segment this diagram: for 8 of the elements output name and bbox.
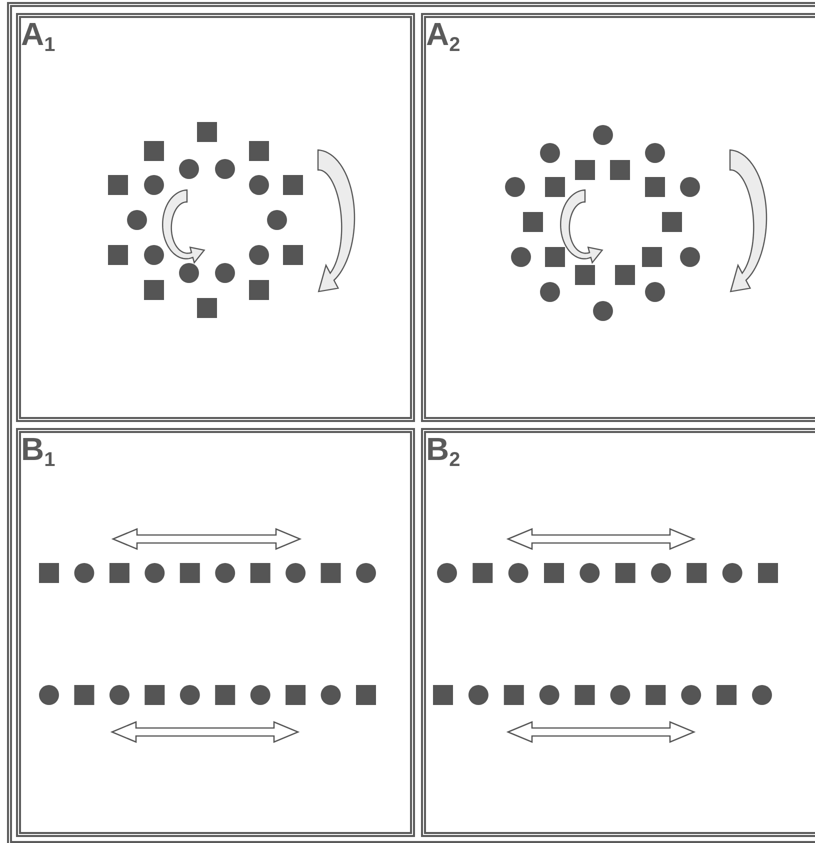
panel	[421, 428, 815, 837]
panel	[16, 428, 415, 837]
panel-label: A$_{2}$	[426, 18, 460, 55]
panel	[16, 13, 415, 422]
panel-label: A$_{1}$	[21, 18, 56, 55]
panel-label: B$_{1}$	[21, 433, 56, 470]
panel-label: B$_{2}$	[426, 433, 460, 470]
panel	[421, 13, 815, 422]
